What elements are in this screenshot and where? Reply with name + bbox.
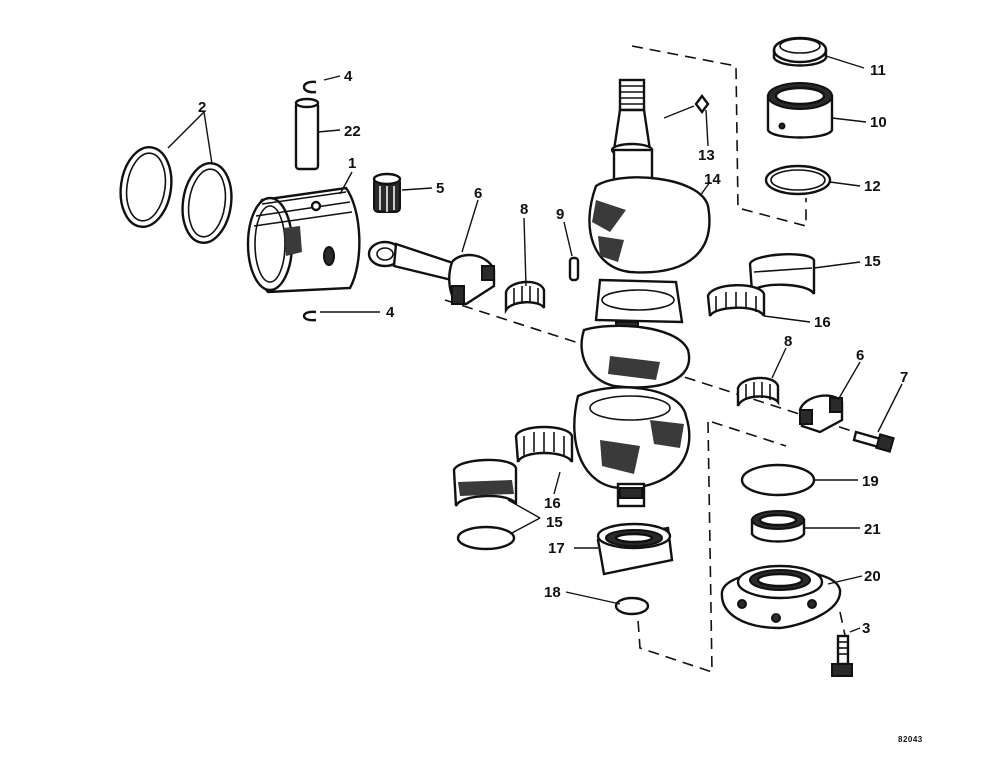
callout-2: 2 (198, 99, 206, 116)
main-bearing-cage-lower-left (514, 425, 574, 463)
connecting-rod-cap (798, 394, 844, 434)
callout-4-upper: 4 (344, 68, 353, 85)
callout-6-lower: 6 (856, 347, 864, 364)
callout-13: 13 (698, 147, 715, 164)
piston-rings (119, 146, 233, 244)
upper-needle-bearing (766, 82, 834, 139)
callout-4-lower: 4 (386, 304, 395, 321)
main-bearing-race-lower-left (452, 458, 518, 507)
bearing-retaining-ring (456, 525, 516, 551)
rod-bearing-cage-upper (504, 280, 546, 315)
callout-3: 3 (862, 620, 870, 637)
crankshaft (573, 78, 711, 508)
piston (246, 186, 361, 294)
callout-10: 10 (870, 114, 887, 131)
callout-8-lower: 8 (784, 333, 792, 350)
callout-1: 1 (348, 155, 356, 172)
callout-16-lower: 16 (544, 495, 561, 512)
callout-18: 18 (544, 584, 561, 601)
lower-seal (750, 510, 806, 543)
callout-12: 12 (864, 178, 881, 195)
callout-labels: 4 2 22 1 5 6 4 8 9 13 14 11 10 12 15 16 … (198, 62, 908, 637)
lower-bearing-housing (720, 564, 842, 630)
callout-17: 17 (548, 540, 565, 557)
main-bearing-race-upper-right (748, 253, 816, 295)
callout-6-upper: 6 (474, 185, 482, 202)
housing-screw (831, 634, 853, 677)
callout-9: 9 (556, 206, 564, 223)
lower-o-ring (740, 463, 816, 497)
connecting-rod (367, 240, 496, 306)
callout-7: 7 (900, 369, 908, 386)
callout-20: 20 (864, 568, 881, 585)
needle-bearing-small (372, 172, 402, 213)
dowel-pin (568, 256, 580, 282)
lower-ball-bearing (596, 522, 674, 576)
upper-o-ring (764, 164, 832, 196)
callout-14: 14 (704, 171, 721, 188)
woodruff-key (694, 94, 710, 114)
leader-lines (167, 55, 903, 633)
callout-8-upper: 8 (520, 201, 528, 218)
callout-5: 5 (436, 180, 444, 197)
callout-21: 21 (864, 521, 881, 538)
rod-bearing-cage-lower (736, 376, 780, 407)
callout-15-lower: 15 (546, 514, 563, 531)
callout-16-upper: 16 (814, 314, 831, 331)
upper-seal-ring (772, 36, 828, 67)
callout-15-upper: 15 (864, 253, 881, 270)
callout-11: 11 (870, 62, 886, 79)
callout-22: 22 (344, 123, 361, 140)
pin-retaining-rings (302, 80, 317, 322)
wrist-pin (294, 97, 320, 171)
callout-19: 19 (862, 473, 879, 490)
figure-number: 82043 (898, 735, 923, 744)
lower-snap-ring (614, 596, 650, 616)
rod-cap-screw (852, 430, 895, 453)
main-bearing-cage-upper-right (706, 284, 766, 317)
